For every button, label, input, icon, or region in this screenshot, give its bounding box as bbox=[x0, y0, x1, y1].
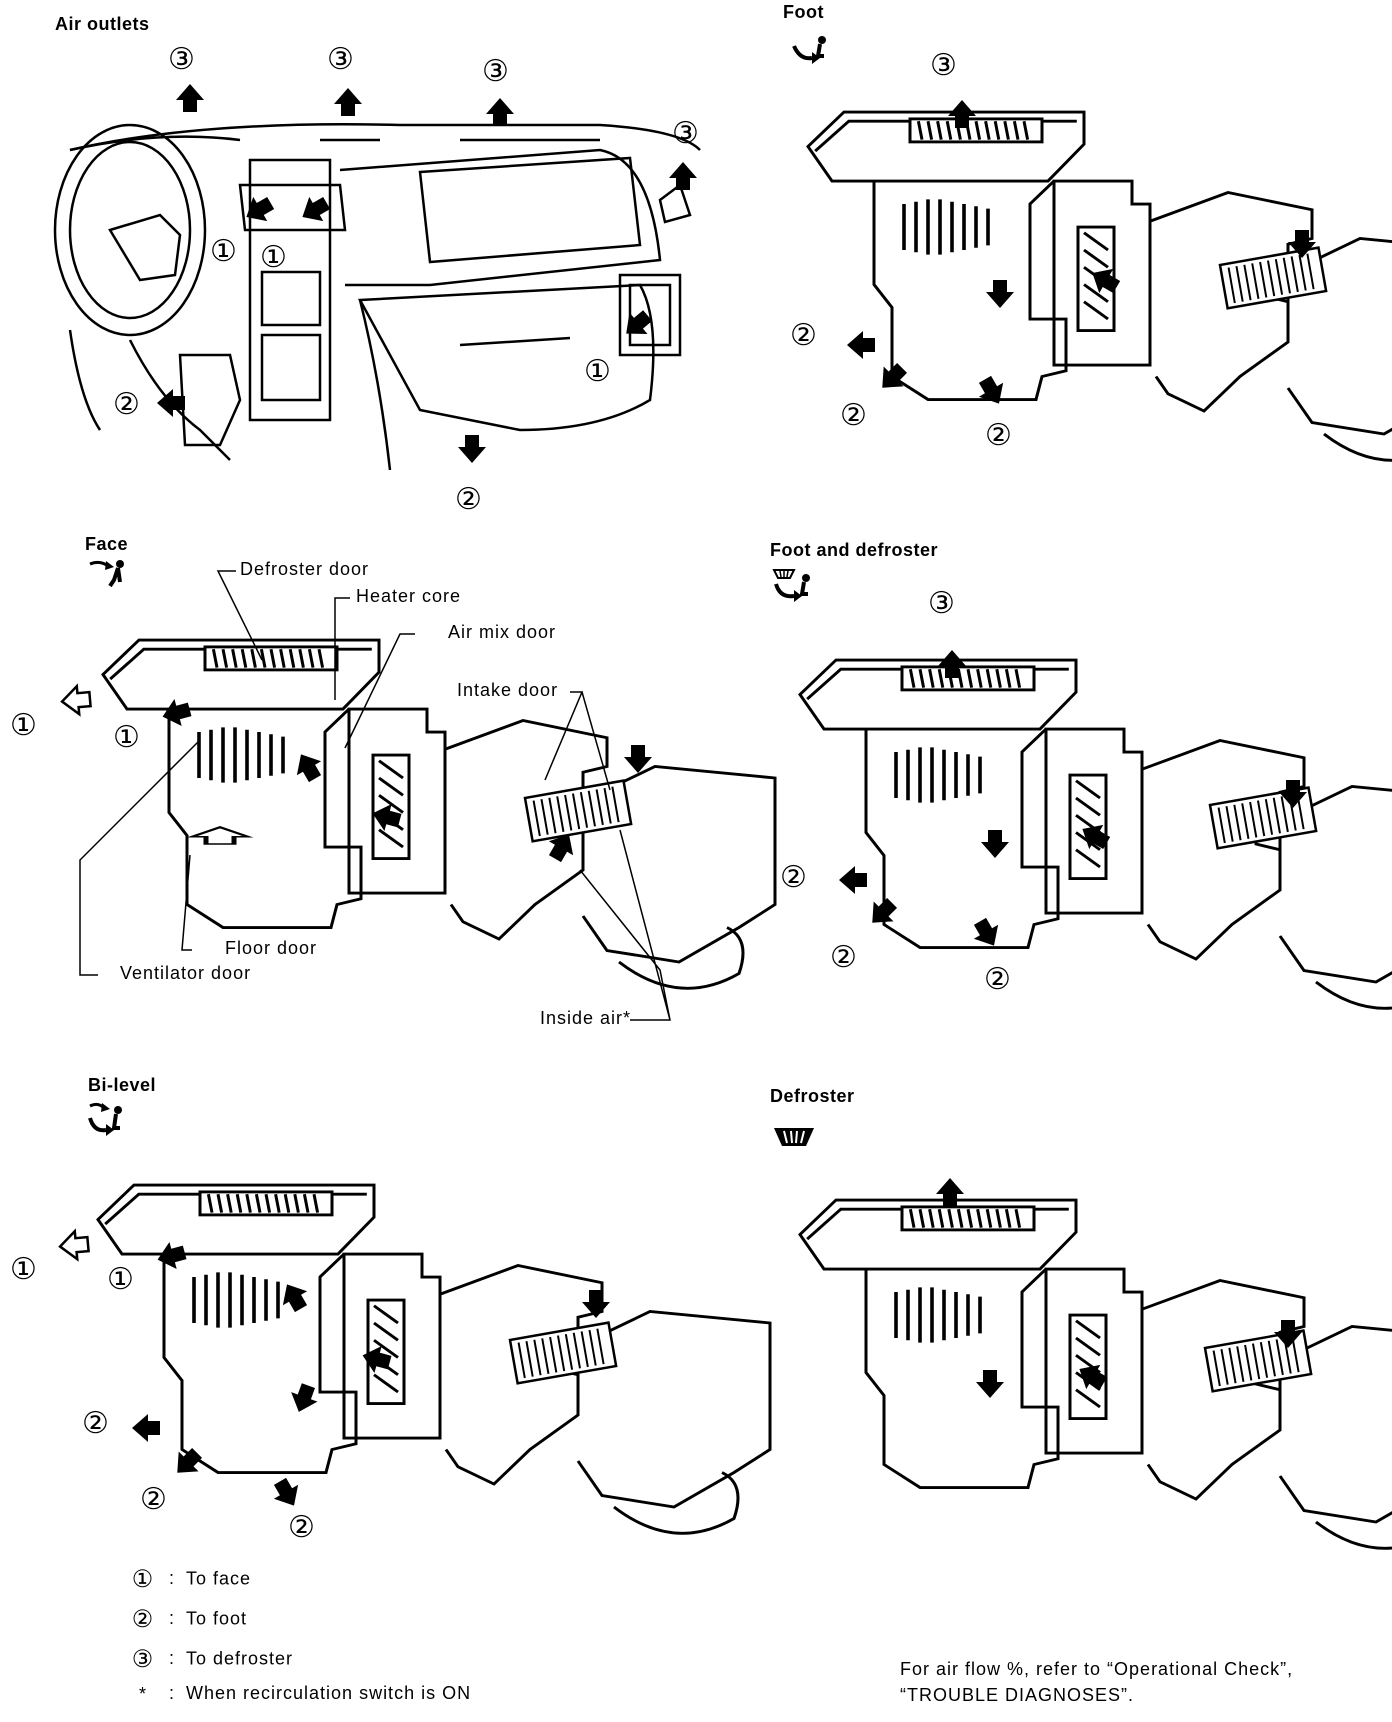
marker-face: ① bbox=[210, 235, 238, 268]
marker-face: ① bbox=[10, 709, 38, 742]
legend-symbol: ① bbox=[131, 1566, 155, 1593]
bilevel-mode-icon bbox=[88, 1102, 122, 1136]
marker-foot: ② bbox=[113, 388, 141, 421]
marker-defroster: ③ bbox=[930, 49, 958, 82]
marker-foot: ② bbox=[830, 941, 858, 974]
panel-title-defroster: Defroster bbox=[770, 1086, 855, 1106]
panel-title-bilevel: Bi-level bbox=[88, 1075, 157, 1095]
legend-item-foot: ②: To foot bbox=[128, 1605, 247, 1634]
marker-defroster: ③ bbox=[482, 55, 510, 88]
legend-symbol: * bbox=[138, 1683, 147, 1704]
marker-foot: ② bbox=[984, 963, 1012, 996]
face-mode-icon bbox=[89, 560, 124, 588]
foot-mode-icon bbox=[792, 36, 826, 64]
marker-foot: ② bbox=[288, 1511, 316, 1544]
panel-title-face: Face bbox=[85, 534, 129, 554]
legend-separator: : bbox=[168, 1648, 175, 1669]
airflow-note: For air flow %, refer to “Operational Ch… bbox=[900, 1656, 1293, 1708]
marker-defroster: ③ bbox=[168, 43, 196, 76]
marker-defroster: ③ bbox=[672, 117, 700, 150]
legend-item-recirculation: *: When recirculation switch is ON bbox=[128, 1683, 471, 1705]
marker-face: ① bbox=[113, 721, 141, 754]
marker-face: ① bbox=[10, 1253, 38, 1286]
panel-title-air-outlets: Air outlets bbox=[55, 14, 150, 34]
legend-symbol: ② bbox=[131, 1606, 155, 1633]
panel-title-foot: Foot bbox=[783, 2, 824, 22]
legend-separator: : bbox=[168, 1608, 175, 1629]
legend-separator: : bbox=[168, 1568, 175, 1589]
foot-defroster-mode-icon bbox=[772, 569, 810, 602]
marker-face: ① bbox=[107, 1263, 135, 1296]
marker-foot: ② bbox=[790, 319, 818, 352]
dashboard-drawing bbox=[53, 123, 701, 471]
callout-air-mix-door: Air mix door bbox=[448, 622, 557, 642]
legend-text: To foot bbox=[186, 1608, 248, 1629]
legend-item-defroster: ③: To defroster bbox=[128, 1645, 293, 1674]
legend: ①: To face ②: To foot ③: To defroster *: Whe… bbox=[128, 1565, 628, 1715]
marker-foot: ② bbox=[455, 483, 483, 516]
marker-face: ① bbox=[584, 355, 612, 388]
legend-text: To defroster bbox=[186, 1648, 294, 1669]
marker-face: ① bbox=[260, 241, 288, 274]
callout-heater-core: Heater core bbox=[356, 586, 462, 606]
marker-defroster: ③ bbox=[928, 587, 956, 620]
marker-foot: ② bbox=[840, 399, 868, 432]
marker-foot: ② bbox=[82, 1407, 110, 1440]
marker-defroster: ③ bbox=[327, 43, 355, 76]
callout-defroster-door: Defroster door bbox=[240, 559, 370, 579]
legend-separator: : bbox=[168, 1683, 175, 1703]
callout-ventilator-door: Ventilator door bbox=[120, 963, 252, 983]
defroster-mode-icon bbox=[774, 1128, 814, 1146]
callout-leaders bbox=[79, 570, 671, 1021]
callout-intake-door: Intake door bbox=[457, 680, 559, 700]
marker-foot: ② bbox=[140, 1483, 168, 1516]
marker-foot: ② bbox=[985, 419, 1013, 452]
callout-floor-door: Floor door bbox=[225, 938, 318, 958]
marker-foot: ② bbox=[780, 861, 808, 894]
airflow-note-line2: “TROUBLE DIAGNOSES”. bbox=[900, 1685, 1135, 1705]
legend-item-face: ①: To face bbox=[128, 1565, 251, 1594]
legend-text: When recirculation switch is ON bbox=[186, 1683, 472, 1703]
airflow-note-line1: For air flow %, refer to “Operational Ch… bbox=[900, 1659, 1294, 1679]
legend-symbol: ③ bbox=[131, 1646, 155, 1673]
panel-title-foot-defroster: Foot and defroster bbox=[770, 540, 939, 560]
legend-text: To face bbox=[186, 1568, 252, 1589]
callout-inside-air: Inside air* bbox=[540, 1008, 632, 1028]
